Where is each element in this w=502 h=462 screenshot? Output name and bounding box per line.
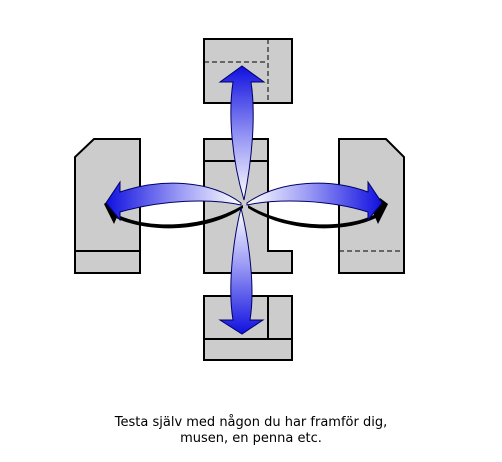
arrow-to-left-view: [105, 180, 242, 222]
caption-line-2: musen, en penna etc.: [180, 431, 322, 446]
caption-line-1: Testa själv med någon du har framför dig…: [114, 415, 388, 430]
arrow-to-right-view: [246, 180, 383, 222]
orthographic-views-diagram: [74, 38, 405, 361]
arrow-to-top-view: [218, 65, 266, 201]
arrow-to-bottom-view: [218, 207, 265, 335]
